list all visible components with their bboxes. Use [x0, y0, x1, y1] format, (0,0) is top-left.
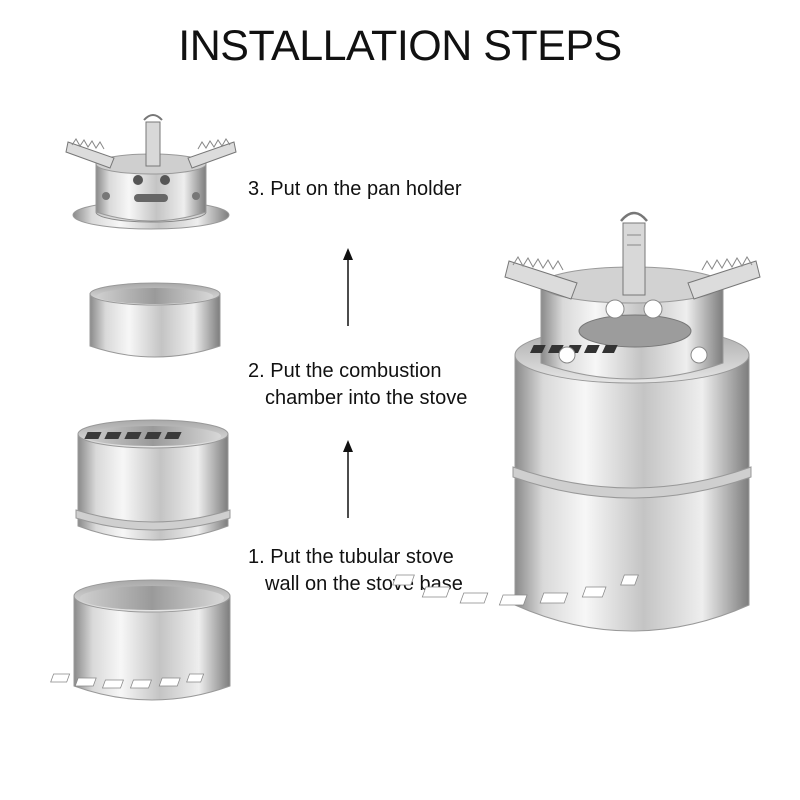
stove-base-part [50, 579, 231, 701]
pan-holder-part [65, 114, 237, 230]
step-2-label: 2. Put the combustion chamber into the s… [248, 358, 467, 412]
step-3-label: 3. Put on the pan holder [248, 176, 462, 203]
step-2-text-line2: chamber into the stove [265, 387, 468, 409]
assembled-stove [392, 211, 761, 632]
up-arrow-upper [343, 248, 353, 326]
tubular-wall-part [75, 419, 231, 541]
step-2-text-line1: Put the combustion [270, 360, 442, 382]
combustion-chamber-part [89, 282, 221, 358]
step-3-text: Put on the pan holder [270, 178, 462, 200]
step-1-number: 1. [248, 546, 265, 568]
page-title: INSTALLATION STEPS [178, 22, 622, 70]
step-3-number: 3. [248, 178, 265, 200]
step-1-text-line1: Put the tubular stove [270, 546, 454, 568]
up-arrow-lower [343, 440, 353, 518]
step-2-number: 2. [248, 360, 265, 382]
